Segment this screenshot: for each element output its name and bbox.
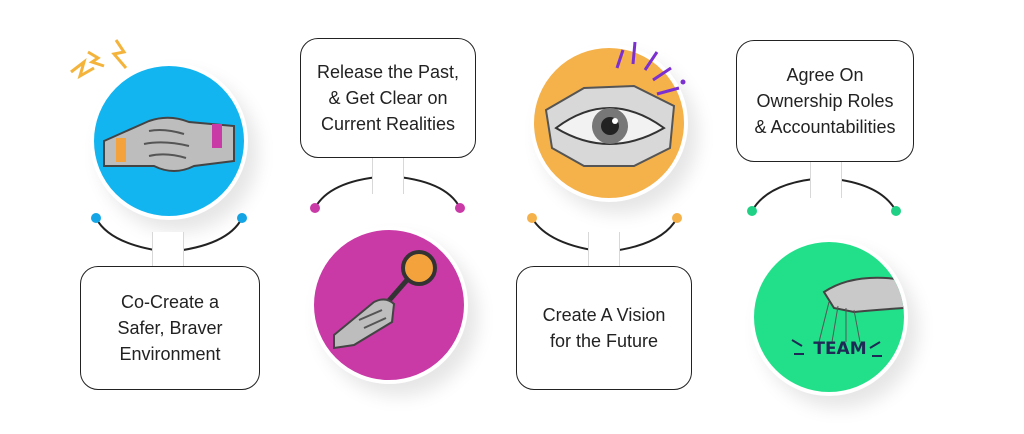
step-3-bubble: Create A Vision for the Future	[516, 266, 692, 390]
bubble-stem	[588, 232, 620, 272]
bubble-stem	[152, 232, 184, 272]
step-2-image-circle	[310, 226, 468, 384]
bubble-stem	[372, 154, 404, 194]
connector-dot	[672, 213, 682, 223]
handshake-icon	[103, 116, 235, 172]
step-4-bubble: Agree On Ownership Roles & Accountabilit…	[736, 40, 914, 162]
spark-lightning-icon	[70, 39, 128, 80]
step-2-label: Release the Past, & Get Clear on Current…	[316, 62, 460, 134]
eye-icon	[544, 84, 676, 167]
connector-dot	[91, 213, 101, 223]
step-3-image-circle	[530, 44, 688, 202]
bubble-stem	[810, 158, 842, 198]
step-1-bubble: Co-Create a Safer, Braver Environment	[80, 266, 260, 390]
magnifier-icon	[333, 250, 437, 350]
step-4-label: Agree On Ownership Roles & Accountabilit…	[754, 65, 896, 137]
connector-dot	[527, 213, 537, 223]
connector-dot	[237, 213, 247, 223]
step-4-image-circle: TEAM	[750, 238, 908, 396]
connector-dot	[891, 206, 901, 216]
step-3-label: Create A Vision for the Future	[542, 305, 666, 351]
step-1-label: Co-Create a Safer, Braver Environment	[117, 292, 223, 364]
step-2-bubble: Release the Past, & Get Clear on Current…	[300, 38, 476, 158]
eye-rays-icon	[615, 41, 686, 96]
connector-dot	[747, 206, 757, 216]
team-puppet-icon: TEAM	[791, 276, 904, 359]
connector-dot	[310, 203, 320, 213]
team-label: TEAM	[813, 339, 866, 359]
step-1-image-circle	[90, 62, 248, 220]
connector-dot	[455, 203, 465, 213]
